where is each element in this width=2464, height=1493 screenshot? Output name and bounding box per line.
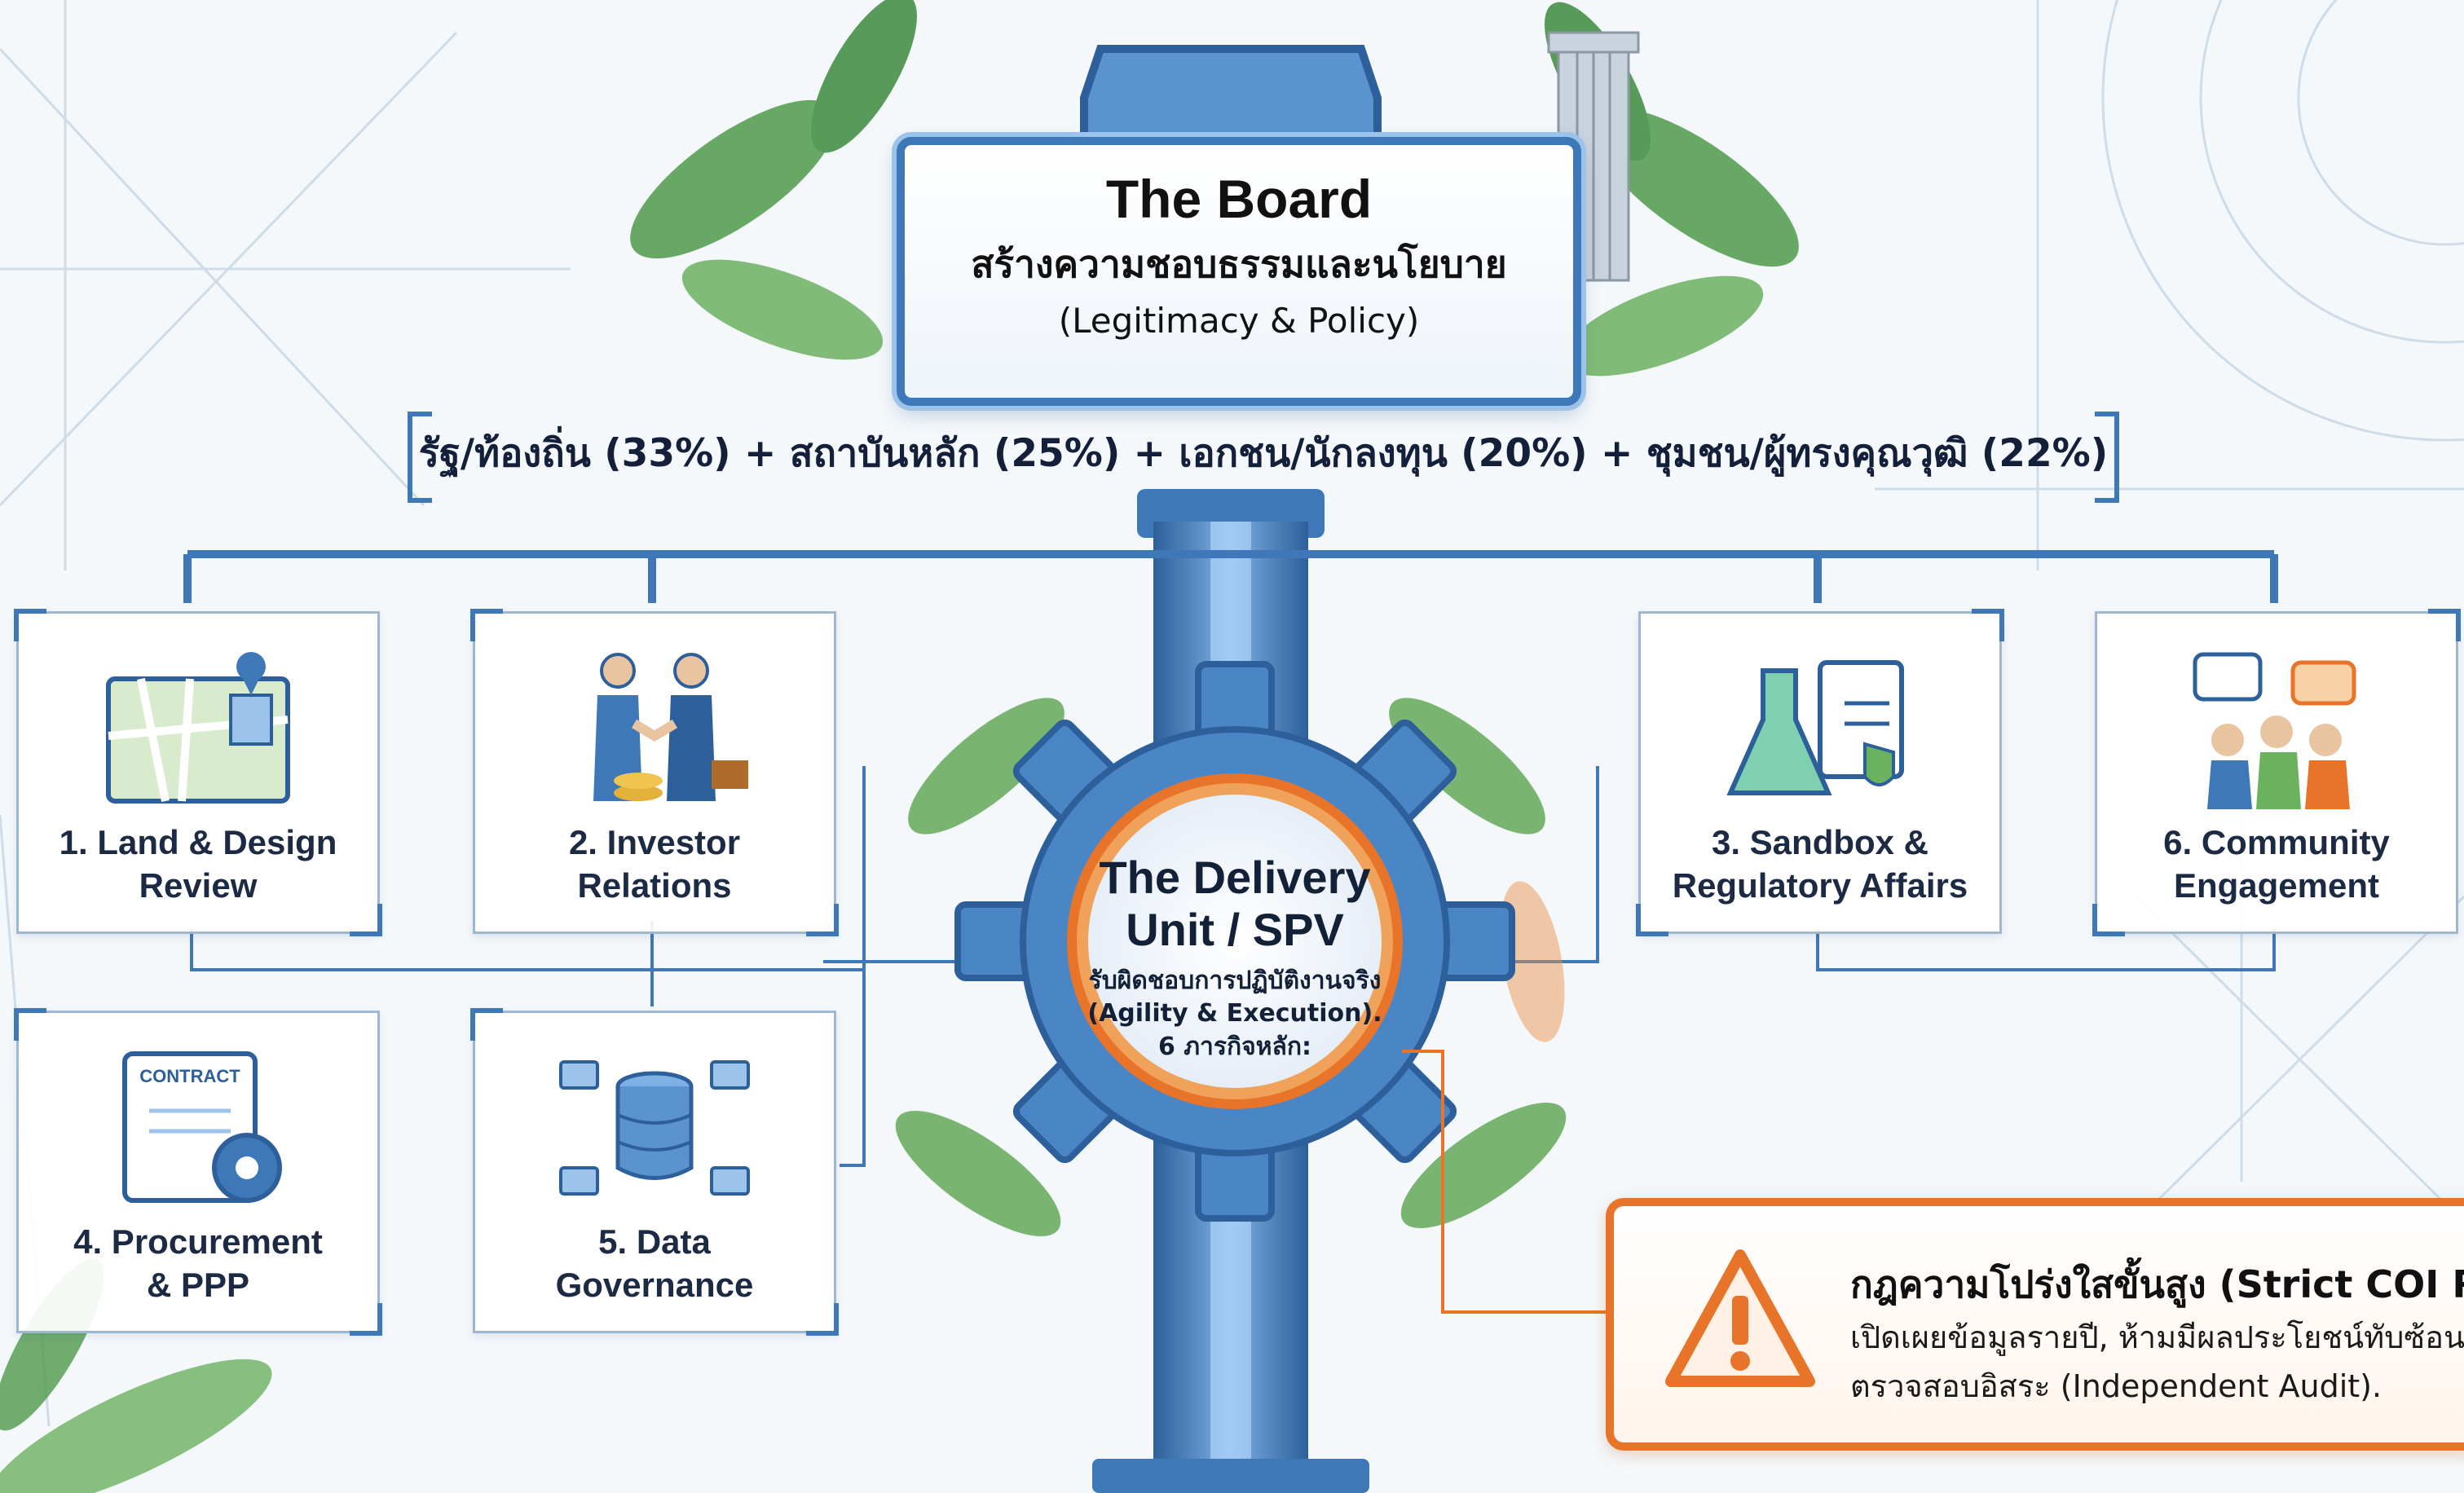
corner-mark — [2428, 609, 2461, 641]
warning-title: กฎความโปร่งใสขั้นสูง (Strict COI Rules — [1850, 1262, 2464, 1306]
board-subtitle-th: สร้างความชอบธรรมและนโยบาย — [971, 242, 1507, 286]
board-composition: รัฐ/ท้องถิ่น (33%) + สถาบันหลัก (25%) + … — [408, 412, 2119, 503]
coi-warning-panel: กฎความโปร่งใสขั้นสูง (Strict COI Rules เ… — [1606, 1198, 2464, 1451]
delivery-line-th: รับผิดชอบการปฏิบัติงานจริง — [1088, 966, 1382, 995]
connector-lines — [183, 550, 2278, 603]
handshake-icon — [593, 653, 748, 801]
corner-mark — [806, 1303, 839, 1336]
delivery-unit-label: The Delivery Unit / SPV รับผิดชอบการปฏิบ… — [1023, 852, 1447, 1064]
contract-icon: CONTRACT — [122, 1051, 282, 1203]
board-card: The Board สร้างความชอบธรรมและนโยบาย (Leg… — [897, 137, 1581, 406]
corner-mark — [14, 1008, 46, 1041]
role-label: 3. Sandbox &Regulatory Affairs — [1672, 823, 1968, 905]
corner-mark — [1972, 609, 2004, 641]
board-title: The Board — [1105, 169, 1373, 229]
database-icon — [559, 1060, 750, 1196]
svg-text:CONTRACT: CONTRACT — [139, 1066, 240, 1086]
role-label: 4. Procurement& PPP — [73, 1222, 323, 1304]
warning-line1: เปิดเผยข้อมูลรายปี, ห้ามมีผลประโยชน์ทับซ… — [1850, 1319, 2464, 1355]
corner-mark — [470, 1008, 503, 1041]
community-icon — [2193, 652, 2356, 809]
board-subtitle-en: (Legitimacy & Policy) — [1058, 301, 1420, 341]
left-bracket — [408, 412, 432, 503]
corner-mark — [350, 904, 382, 936]
corner-mark — [806, 904, 839, 936]
delivery-title-line2: Unit / SPV — [1126, 904, 1344, 956]
corner-mark — [1636, 904, 1668, 936]
delivery-line-missions: 6 ภารกิจหลัก: — [1157, 1032, 1312, 1061]
warning-connector — [1402, 1050, 1614, 1314]
warning-triangle-icon — [1665, 1249, 1815, 1387]
corner-mark — [350, 1303, 382, 1336]
corner-mark — [2092, 904, 2125, 936]
role-procurement-ppp: CONTRACT 4. Procurement& PPP — [14, 1008, 382, 1336]
role-sandbox-regulatory: 3. Sandbox &Regulatory Affairs — [1636, 609, 2004, 936]
delivery-title-line1: The Delivery — [1099, 852, 1371, 903]
gear-icon — [954, 661, 1515, 1222]
lab-flask-icon — [1726, 660, 1904, 795]
right-bracket — [2095, 412, 2119, 503]
delivery-line-en: (Agility & Execution). — [1087, 999, 1382, 1028]
corner-mark — [14, 609, 46, 641]
map-plan-icon — [106, 652, 290, 804]
warning-line2: ตรวจสอบอิสระ (Independent Audit). — [1850, 1368, 2382, 1404]
corner-mark — [470, 609, 503, 641]
composition-text: รัฐ/ท้องถิ่น (33%) + สถาบันหลัก (25%) + … — [418, 430, 2109, 476]
